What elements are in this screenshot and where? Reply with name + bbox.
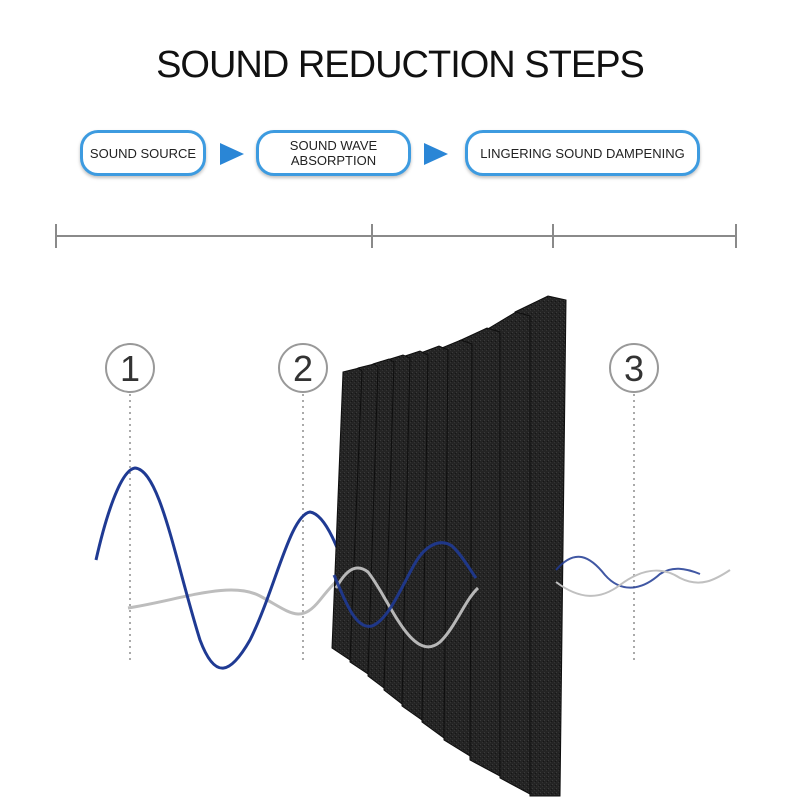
timeline-scale bbox=[55, 224, 737, 248]
step-label: SOUND SOURCE bbox=[89, 145, 197, 161]
marker-number: 3 bbox=[624, 348, 644, 389]
arrow-right-icon bbox=[220, 143, 244, 165]
page-title: SOUND REDUCTION STEPS bbox=[156, 44, 645, 86]
marker-guides bbox=[129, 394, 635, 660]
arrow-right-icon bbox=[424, 143, 448, 165]
marker-number: 1 bbox=[120, 348, 140, 389]
acoustic-foam-panel bbox=[331, 295, 567, 797]
marker-2: 2 bbox=[278, 343, 328, 393]
step-sound-source: SOUND SOURCE bbox=[80, 130, 206, 176]
sound-wave-primary-front bbox=[332, 541, 478, 628]
marker-number: 2 bbox=[293, 348, 313, 389]
marker-1: 1 bbox=[105, 343, 155, 393]
marker-3: 3 bbox=[609, 343, 659, 393]
step-label-line-1: SOUND WAVE bbox=[289, 138, 378, 153]
sound-wave-secondary-front bbox=[334, 566, 480, 649]
step-label-line-2: ABSORPTION bbox=[290, 153, 377, 168]
dampened-wave-primary bbox=[555, 555, 701, 589]
step-lingering-sound-dampening: LINGERING SOUND DAMPENING bbox=[465, 130, 700, 176]
dampened-wave-secondary bbox=[555, 569, 731, 597]
step-sound-wave-absorption: SOUND WAVE ABSORPTION bbox=[256, 130, 411, 176]
step-label: LINGERING SOUND DAMPENING bbox=[480, 145, 685, 161]
